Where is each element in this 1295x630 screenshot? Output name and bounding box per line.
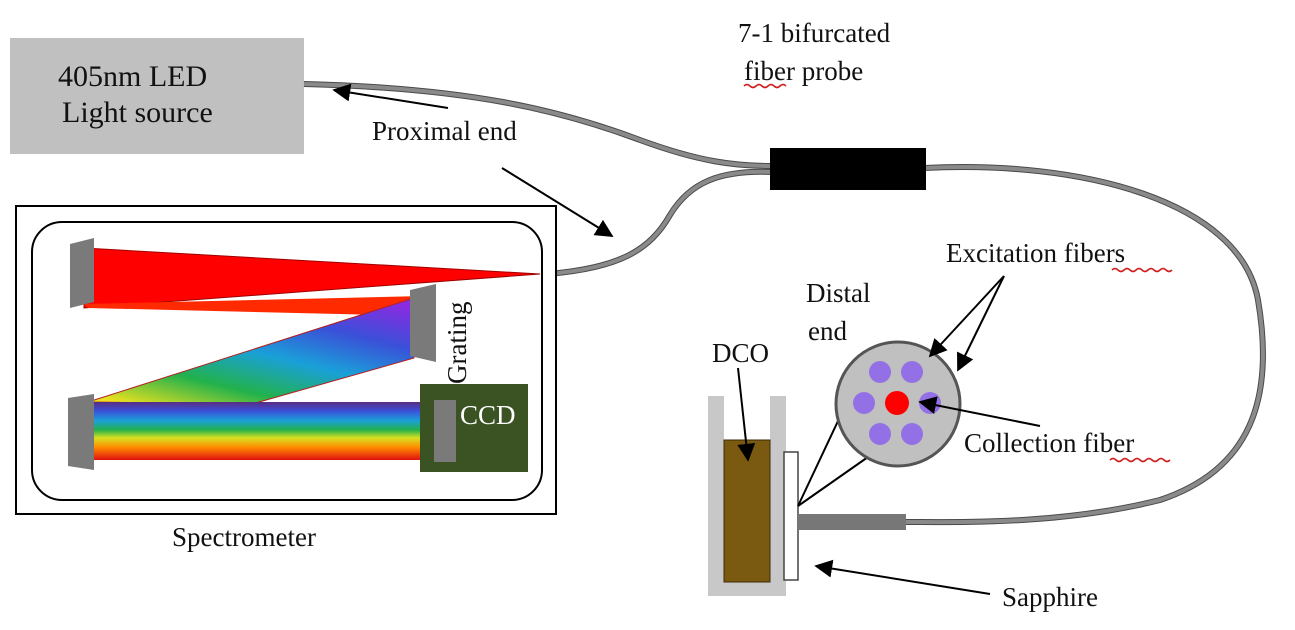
dco-liquid (723, 439, 771, 583)
sapphire-label: Sapphire (1002, 582, 1098, 612)
excitation-fiber (869, 361, 891, 383)
excitation-fiber (901, 361, 923, 383)
light-source-label-line1: 405nm LED (58, 60, 207, 93)
spellcheck-underline-fiber (743, 83, 787, 89)
proximal-arrow-upper (332, 83, 449, 109)
proximal-arrow-lower (501, 167, 614, 237)
spectrum-beam-to-ccd (86, 402, 440, 460)
fiber-cables (303, 81, 1266, 526)
probe-label-line2: fiber probe (744, 56, 863, 86)
excitation-fibers-label: Excitation fibers (946, 238, 1125, 268)
spectrometer-box: CCD Grating (15, 205, 557, 515)
dco-label: DCO (712, 338, 769, 368)
spectrometer-label: Spectrometer (172, 522, 316, 552)
lower-mirror (68, 394, 94, 470)
dco-cuvette (708, 396, 786, 596)
light-source-box: 405nm LED Light source (10, 38, 304, 154)
ccd-label: CCD (460, 400, 516, 430)
grating-label: Grating (442, 302, 472, 384)
excitation-fiber (869, 423, 891, 445)
distal-end-label-line2: end (808, 316, 847, 346)
excitation-arrow-2 (957, 275, 1005, 372)
collection-fiber (885, 391, 909, 415)
red-beam-to-grating (84, 296, 424, 316)
proximal-end-label: Proximal end (372, 116, 517, 146)
spellcheck-underline-fibers (1111, 267, 1173, 273)
light-source-label-line2: Light source (62, 96, 213, 129)
distal-end-cross-section (834, 340, 962, 468)
dco-arrow (737, 367, 756, 462)
spellcheck-underline-fiber-2 (1109, 457, 1171, 463)
sapphire-arrow (814, 559, 991, 595)
zoom-line-lower (797, 449, 879, 507)
probe-label-line1: 7-1 bifurcated (738, 18, 891, 48)
upper-mirror (70, 238, 94, 308)
distal-probe-tip (798, 514, 906, 530)
grating-mirror (410, 284, 436, 362)
distal-end-label-line1: Distal (806, 278, 871, 308)
sapphire-window (783, 451, 799, 581)
excitation-fiber (853, 392, 875, 414)
probe-connector (770, 148, 926, 190)
ccd-sensor (434, 400, 456, 462)
collection-fiber-label: Collection fiber (964, 428, 1134, 458)
excitation-arrow-1 (928, 275, 1005, 358)
excitation-fiber (901, 423, 923, 445)
collection-arrow (918, 396, 1041, 427)
